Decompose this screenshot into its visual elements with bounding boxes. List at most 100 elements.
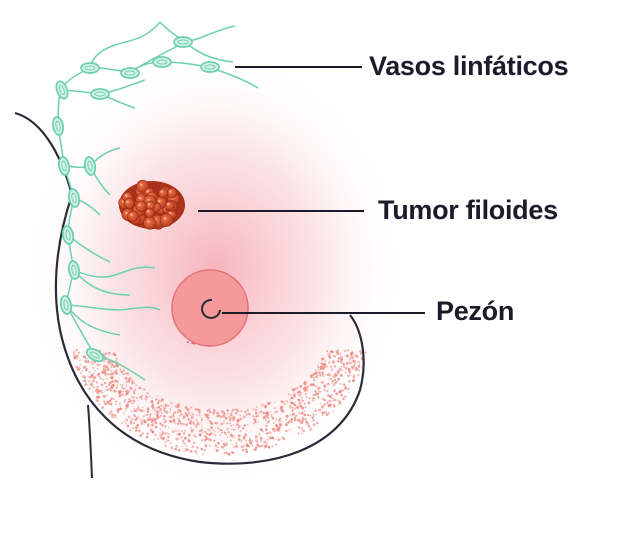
stipple-dot (189, 450, 193, 453)
stipple-dot (208, 419, 211, 422)
stipple-dot (159, 422, 162, 425)
stipple-dot (334, 381, 337, 385)
stipple-dot (261, 441, 264, 443)
stipple-dot (198, 413, 201, 415)
stipple-dot (328, 353, 331, 356)
stipple-dot (163, 406, 166, 409)
stipple-dot (222, 445, 225, 448)
stipple-dot (128, 398, 131, 401)
stipple-dot (245, 413, 248, 416)
stipple-dot (174, 422, 177, 425)
stipple-dot (220, 439, 223, 442)
stipple-dot (227, 452, 231, 456)
stipple-dot (143, 419, 145, 421)
stipple-dot (195, 418, 198, 421)
stipple-dot (82, 366, 86, 369)
stipple-dot (122, 369, 126, 372)
stipple-dot (320, 380, 324, 384)
stipple-dot (296, 391, 300, 394)
stipple-dot (108, 381, 112, 385)
stipple-dot (208, 410, 212, 414)
stipple-dot (103, 360, 106, 363)
stipple-dot (335, 392, 339, 396)
lymph-node-core (61, 160, 67, 172)
stipple-dot (281, 400, 285, 404)
stipple-dot (75, 354, 79, 358)
stipple-dot (124, 398, 127, 401)
stipple-dot (127, 400, 130, 404)
stipple-dot (289, 420, 291, 422)
stipple-dot (160, 412, 163, 415)
stipple-dot (234, 428, 236, 430)
stipple-dot (163, 422, 166, 424)
stipple-dot (264, 404, 268, 408)
stipple-dot (326, 394, 329, 397)
stipple-dot (119, 383, 122, 386)
stipple-dot (216, 449, 219, 452)
stipple-dot (239, 439, 242, 442)
stipple-dot (98, 376, 101, 379)
stipple-dot (310, 374, 313, 377)
stipple-dot (221, 431, 224, 434)
stipple-dot (194, 450, 197, 453)
stipple-dot (95, 381, 99, 384)
lymph-node (55, 80, 69, 100)
stipple-dot (351, 357, 354, 360)
stipple-dot (252, 422, 255, 425)
stipple-dot (102, 378, 105, 381)
stipple-dot (196, 408, 199, 411)
stipple-dot (248, 412, 251, 416)
stipple-dot (328, 378, 331, 381)
lymph-node-core (156, 59, 168, 65)
stipple-dot (323, 384, 326, 388)
stipple-dot (220, 446, 223, 449)
stipple-dot (125, 404, 128, 407)
stipple-dot (135, 384, 137, 387)
stipple-dot (277, 438, 281, 442)
stipple-dot (184, 424, 187, 426)
stipple-dot (161, 398, 164, 402)
tumor-highlight (169, 190, 172, 193)
tumor-lobule (165, 200, 175, 211)
stipple-dot (330, 377, 333, 380)
stipple-dot (170, 415, 173, 419)
stipple-dot (105, 365, 109, 369)
stipple-dot (202, 453, 204, 456)
stipple-dot (300, 396, 303, 399)
stipple-dot (309, 429, 311, 431)
stipple-dot (341, 370, 344, 372)
stipple-dot (155, 417, 158, 420)
stipple-dot (263, 415, 267, 419)
stipple-dot (323, 386, 325, 389)
stipple-dot (293, 408, 296, 410)
stipple-dot (255, 409, 258, 412)
stipple-dot (215, 421, 218, 425)
stipple-dot (236, 424, 238, 426)
stipple-dot (274, 443, 278, 446)
stipple-dot (185, 445, 188, 447)
stipple-dot (290, 402, 294, 405)
stipple-dot (352, 364, 356, 367)
stipple-dot (171, 420, 175, 423)
stipple-dot (261, 403, 265, 407)
stipple-dot (262, 430, 265, 433)
stipple-dot (108, 383, 111, 386)
lymph-node (61, 225, 75, 245)
stipple-dot (223, 412, 226, 415)
stipple-dot (344, 349, 347, 353)
tumor-highlight (126, 200, 129, 203)
stipple-dot (90, 382, 93, 385)
stipple-dot (314, 371, 318, 375)
stipple-dot (224, 416, 228, 420)
stipple-dot (231, 409, 234, 412)
stipple-dot (191, 413, 195, 416)
stipple-dot (190, 416, 193, 419)
stipple-dot (312, 415, 315, 417)
stipple-dot (72, 353, 76, 356)
stipple-dot (112, 371, 116, 375)
stipple-dot (346, 354, 349, 358)
stipple-dot (266, 432, 269, 435)
stipple-dot (229, 422, 231, 424)
stipple-dot (226, 436, 229, 439)
stipple-dot (172, 420, 175, 423)
